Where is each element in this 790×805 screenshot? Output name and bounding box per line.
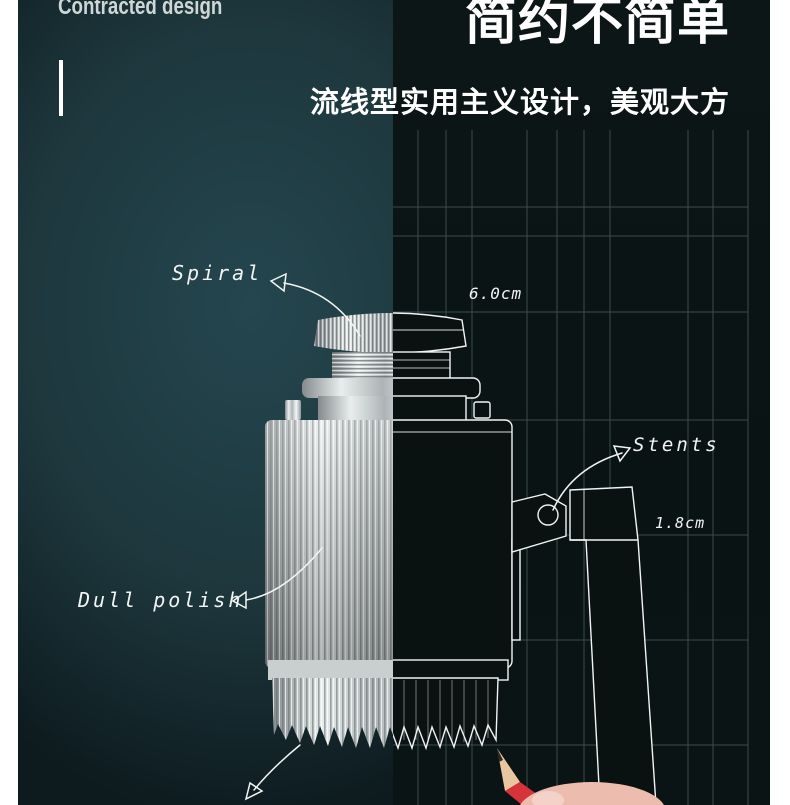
label-height: 1.8cm xyxy=(655,514,706,532)
spiral-arrow-icon xyxy=(269,272,361,337)
sharpener-product xyxy=(265,312,657,805)
collar-ring xyxy=(285,378,393,422)
label-spiral: Spiral xyxy=(172,261,263,285)
subtitle: 流线型实用主义设计，美观大方 xyxy=(309,85,730,119)
label-stents: Stents xyxy=(633,434,720,456)
blade-arrow-icon xyxy=(244,744,301,801)
main-body xyxy=(265,420,393,680)
main-title: 简约不简单 xyxy=(464,0,730,52)
stent-bracket xyxy=(511,486,657,805)
finger xyxy=(520,782,664,805)
dull-polish-arrow-icon xyxy=(231,547,323,610)
label-dull-polish: Dull polish xyxy=(78,588,244,612)
accent-bar xyxy=(59,60,63,116)
blade-teeth xyxy=(272,678,393,748)
label-width: 6.0cm xyxy=(469,284,523,303)
stents-arrow-icon xyxy=(552,445,632,511)
spiral-knob xyxy=(314,313,393,380)
english-heading: Contracted design xyxy=(58,0,223,20)
